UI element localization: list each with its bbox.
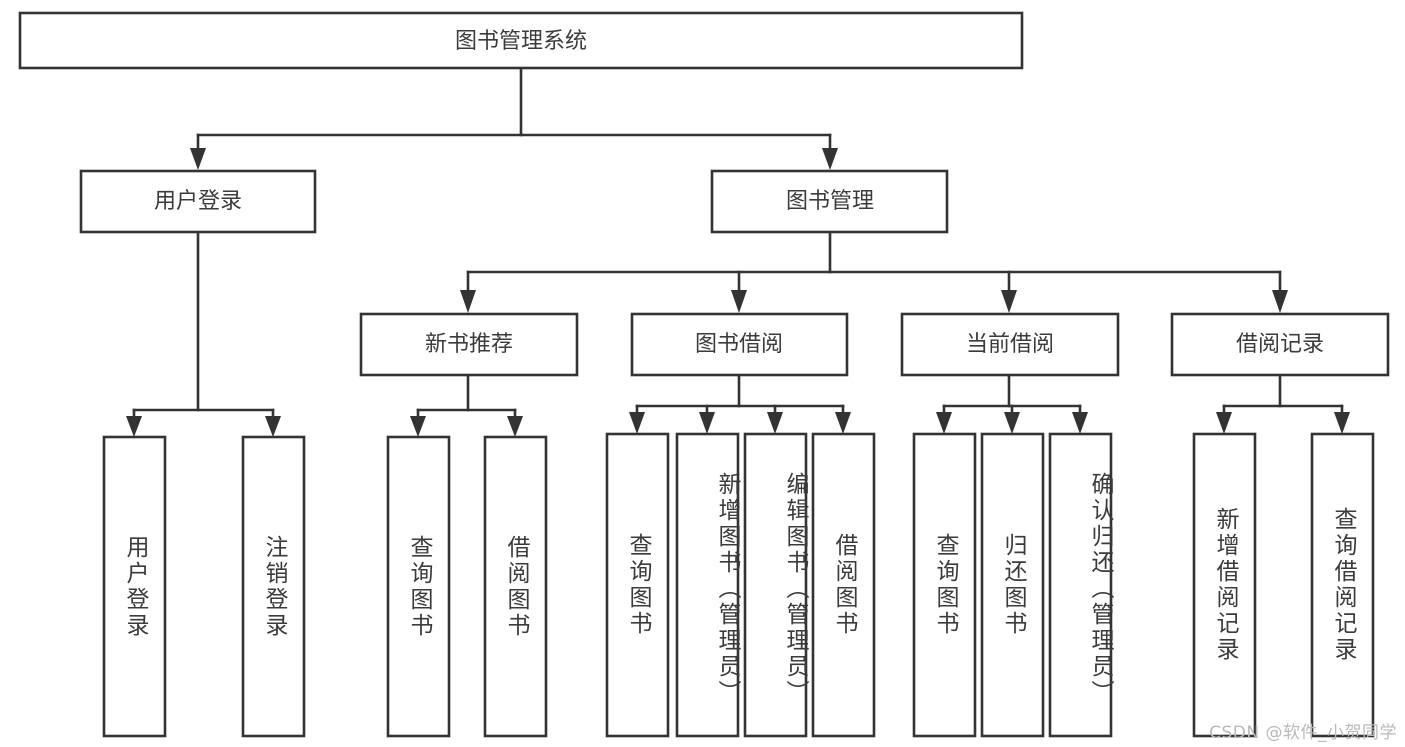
node-borrow-record[interactable]: 借阅记录	[1170, 312, 1390, 377]
leaf-box-query-book-2[interactable]	[605, 432, 670, 738]
leaf-box-query-book-3[interactable]	[912, 432, 977, 738]
arrow-book-manage	[822, 148, 838, 170]
node-current-borrow[interactable]: 当前借阅	[900, 312, 1120, 377]
arrow-leaf-add-book	[699, 412, 715, 434]
node-new-book-rec[interactable]: 新书推荐	[359, 312, 579, 377]
arrow-leaf-borrow-book-1	[507, 416, 523, 437]
arrow-user-login	[190, 148, 206, 170]
user-login-label: 用户登录	[154, 189, 242, 214]
connectors-group	[126, 66, 1350, 437]
leaf-box-query-record[interactable]	[1310, 432, 1375, 738]
node-root[interactable]: 图书管理系统	[18, 11, 1024, 70]
book-manage-label: 图书管理	[786, 189, 874, 214]
leaf-box-user-login[interactable]	[102, 435, 167, 738]
node-book-borrow[interactable]: 图书借阅	[630, 312, 849, 377]
leaf-box-borrow-book-2[interactable]	[811, 432, 876, 738]
arrow-current-borrow	[1001, 290, 1017, 313]
leaf-box-edit-book[interactable]	[743, 432, 808, 738]
arrow-leaf-user-logout	[265, 416, 281, 437]
borrow-record-box[interactable]	[1170, 312, 1390, 377]
leaf-box-return-book[interactable]	[980, 432, 1045, 738]
arrow-borrow-record	[1272, 290, 1288, 313]
leaf-box-add-book[interactable]	[675, 432, 740, 738]
arrow-leaf-edit-book	[767, 412, 783, 434]
new-book-rec-label: 新书推荐	[425, 332, 513, 357]
arrow-leaf-query-book-2	[629, 412, 645, 434]
root-label: 图书管理系统	[455, 29, 587, 54]
node-user-login[interactable]: 用户登录	[79, 169, 317, 234]
arrow-new-book-rec	[460, 290, 476, 313]
leaf-box-user-logout[interactable]	[241, 435, 306, 738]
arrow-leaf-query-book-3	[936, 412, 952, 434]
leaf-box-query-book-1[interactable]	[386, 435, 451, 738]
arrow-leaf-query-book-1	[410, 416, 426, 437]
book-manage-box[interactable]	[710, 169, 949, 234]
node-book-manage[interactable]: 图书管理	[710, 169, 949, 234]
user-login-box[interactable]	[79, 169, 317, 234]
arrow-leaf-query-record	[1334, 412, 1350, 434]
current-borrow-box[interactable]	[900, 312, 1120, 377]
new-book-rec-box[interactable]	[359, 312, 579, 377]
book-borrow-label: 图书借阅	[695, 332, 783, 357]
leaf-boxes-group	[102, 432, 1375, 738]
arrow-leaf-add-record	[1216, 412, 1232, 434]
leaf-box-borrow-book-1[interactable]	[483, 435, 548, 738]
leaf-box-add-record[interactable]	[1192, 432, 1257, 738]
borrow-record-label: 借阅记录	[1236, 332, 1324, 357]
current-borrow-label: 当前借阅	[966, 332, 1054, 357]
csdn-watermark: CSDN @软件_小贺同学	[1209, 723, 1397, 743]
arrow-leaf-confirm-return	[1072, 412, 1088, 434]
root-box[interactable]	[18, 11, 1024, 70]
leaf-box-confirm-return[interactable]	[1048, 432, 1113, 738]
book-borrow-box[interactable]	[630, 312, 849, 377]
arrow-leaf-borrow-book-2	[835, 412, 851, 434]
arrow-leaf-user-login	[126, 416, 142, 437]
arrow-leaf-return-book	[1004, 412, 1020, 434]
arrow-book-borrow	[731, 290, 747, 313]
